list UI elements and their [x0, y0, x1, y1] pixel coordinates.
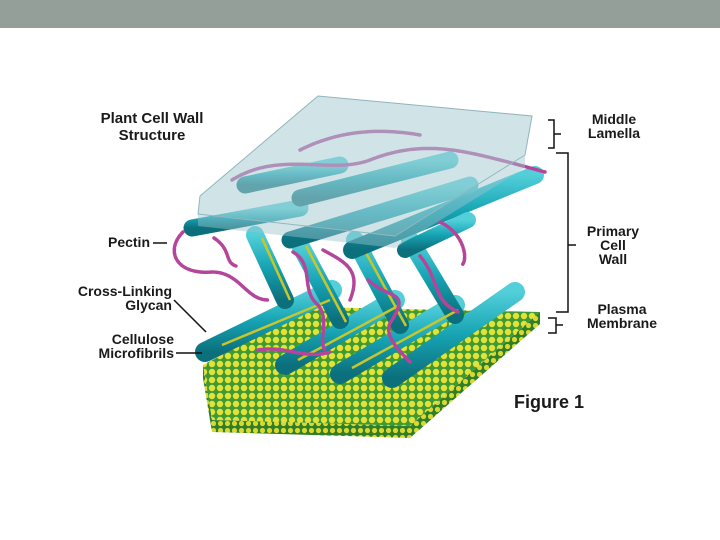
title-line-2: Structure [118, 127, 186, 144]
label-leader-lines [153, 119, 576, 354]
primary-cell-wall-label-line-1: Primary [586, 223, 640, 239]
cellulose-label-line-2: Microfibrils [98, 345, 174, 361]
cross-linking-glycan-label: Cross-Linking Glycan [50, 284, 172, 312]
middle-lamella-label-line-2: Lamella [587, 125, 641, 141]
middle-lamella-label: Middle Lamella [572, 112, 656, 140]
glycan-label-line-2: Glycan [125, 297, 172, 313]
glycan-label-line-1: Cross-Linking [77, 283, 172, 299]
header-bar [0, 0, 720, 28]
primary-cell-wall-label-line-3: Wall [598, 251, 628, 267]
pectin-label: Pectin [70, 235, 150, 249]
cellulose-microfibrils-label: Cellulose Microfibrils [60, 332, 174, 360]
plasma-membrane-label: Plasma Membrane [574, 302, 670, 330]
title-line-1: Plant Cell Wall [100, 110, 204, 127]
diagram-title: Plant Cell Wall Structure [86, 110, 218, 144]
primary-cell-wall-label: Primary Cell Wall [578, 224, 648, 266]
middle-lamella [197, 95, 533, 248]
cellulose-label-line-1: Cellulose [111, 331, 174, 347]
figure-label: Figure 1 [514, 392, 585, 412]
pectin-label-line-1: Pectin [107, 234, 150, 250]
middle-lamella-label-line-1: Middle [591, 111, 637, 127]
cellulose-microfibrils-lower [195, 226, 525, 388]
primary-cell-wall-label-line-2: Cell [600, 237, 626, 253]
plasma-membrane-label-line-1: Plasma [597, 301, 647, 317]
plasma-membrane-label-line-2: Membrane [586, 315, 658, 331]
